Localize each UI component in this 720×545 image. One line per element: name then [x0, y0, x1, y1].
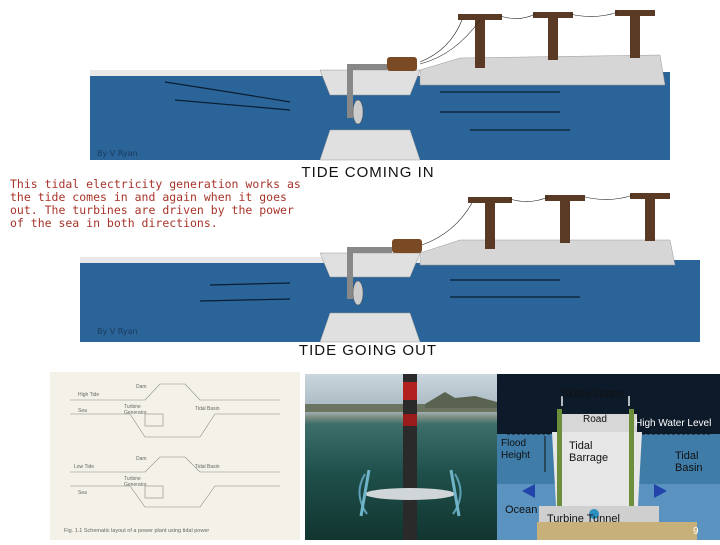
- sketch-sea-bottom: Sea: [78, 490, 87, 496]
- bottom-caption: TIDE GOING OUT: [298, 342, 438, 359]
- tidal-basin-label: Tidal Basin: [675, 450, 703, 474]
- page-number: 9: [693, 526, 699, 537]
- top-caption: TIDE COMING IN: [301, 164, 435, 181]
- flow-arrows-right: [164, 81, 570, 131]
- sketch-fig-caption: Fig. 1.1 Schematic layout of a power pla…: [64, 528, 210, 534]
- power-pylons: [458, 10, 655, 68]
- turbine-shaft: [347, 247, 353, 299]
- turbine-icon: [352, 99, 364, 125]
- sluice-gate-left: [557, 409, 562, 509]
- barrage-top: [319, 252, 421, 278]
- description-text: This tidal electricity generation works …: [10, 178, 380, 230]
- barrage-base: [319, 129, 421, 161]
- sketch-dam-bottom: Dam: [136, 456, 147, 462]
- schematic-sketch: High Tide Dam Sea Turbine Generator Tida…: [50, 372, 300, 540]
- flood-height-label: Flood Height: [501, 438, 530, 461]
- road: [557, 414, 637, 432]
- sluice-gate-right: [629, 409, 634, 509]
- land-bank: [419, 239, 676, 266]
- power-pylons: [468, 193, 670, 249]
- power-lines: [421, 194, 634, 246]
- road-label: Road: [583, 414, 607, 425]
- tide-going-out-diagram: [80, 185, 700, 345]
- seabed: [537, 522, 697, 540]
- sluice-gates-label: Sluice Gates: [561, 388, 624, 400]
- underwater-turbine-photo: [305, 374, 497, 540]
- description-line: the tide comes in and again when it goes: [10, 190, 287, 204]
- sketch-high-tide: High Tide: [78, 392, 100, 398]
- turbine-icon: [589, 509, 599, 519]
- top-credit: By V Ryan: [97, 149, 138, 158]
- description-line: out. The turbines are driven by the powe…: [10, 203, 294, 217]
- sketch-basin-bottom: Tidal Basin: [195, 464, 220, 470]
- tide-coming-in-diagram: [90, 0, 670, 185]
- flow-arrow-right-icon: [654, 484, 667, 498]
- power-lines: [419, 11, 619, 65]
- tidal-barrage-label: Tidal Barrage: [569, 440, 609, 464]
- barrage-top: [319, 69, 421, 96]
- flow-arrow-left-icon: [522, 484, 535, 498]
- description-line: This tidal electricity generation works …: [10, 177, 301, 191]
- high-water-level-label: High Water Level: [635, 418, 712, 429]
- turbine-shaft: [347, 64, 353, 118]
- barrage-diagram: Sluice Gates Road High Water Level Flood…: [497, 374, 720, 540]
- ocean-label: Ocean: [505, 504, 538, 516]
- barrage-body: [552, 432, 642, 524]
- turbine-tunnel-label: Turbine Tunnel: [547, 513, 620, 525]
- sketch-basin-top: Tidal Basin: [195, 406, 220, 412]
- sketch-turbine-bottom: Turbine Generator: [124, 476, 147, 488]
- turbine-icon: [352, 280, 364, 306]
- turbine-rotor-icon: [365, 488, 455, 500]
- bottom-credit: By V Ryan: [97, 327, 138, 336]
- sketch-low-tide: Low Tide: [74, 464, 95, 470]
- description-line: of the sea in both directions.: [10, 216, 218, 230]
- sketch-dam-top: Dam: [136, 384, 147, 390]
- barrage-base: [319, 312, 421, 343]
- flow-arrows-left: [199, 279, 580, 302]
- generator-icon: [387, 57, 417, 71]
- generator-icon: [392, 239, 422, 253]
- sketch-sea-top: Sea: [78, 408, 87, 414]
- sketch-turbine-top: Turbine Generator: [124, 404, 147, 416]
- land-bank: [419, 54, 666, 86]
